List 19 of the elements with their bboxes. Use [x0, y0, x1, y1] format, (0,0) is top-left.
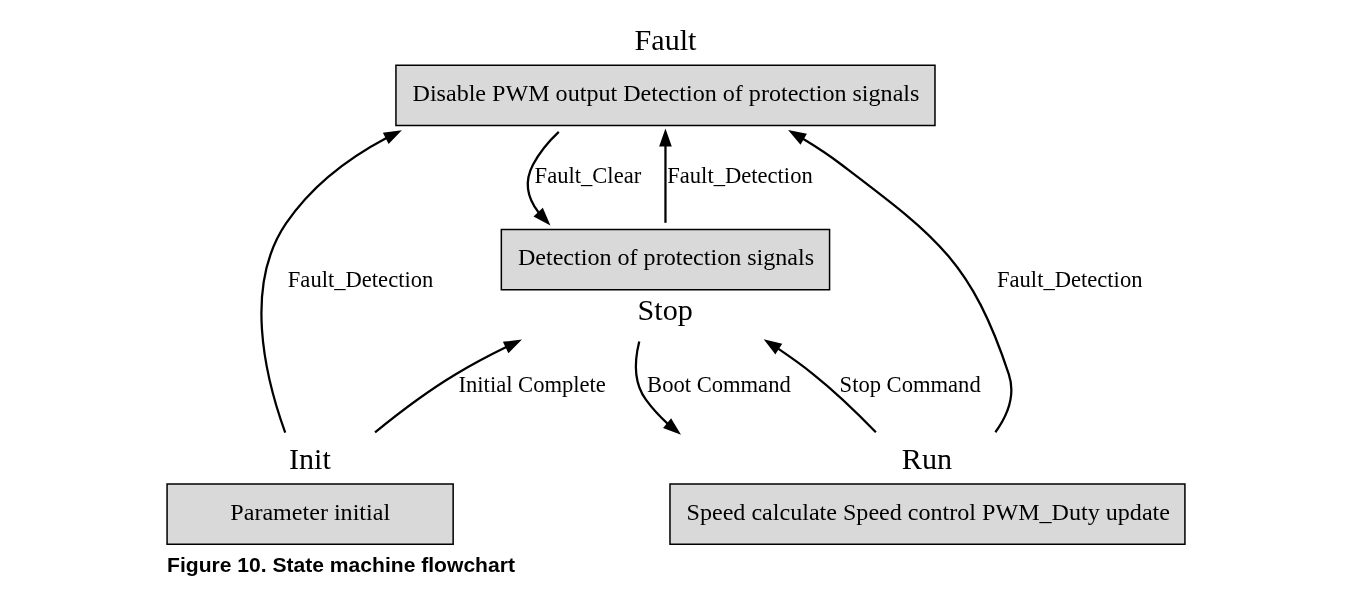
node-label: Init	[289, 441, 331, 476]
edge-label: Boot Command	[647, 372, 791, 398]
node-label: Stop	[637, 292, 693, 327]
caption: Figure 10. State machine flowchart	[167, 552, 515, 576]
arrow	[634, 341, 681, 435]
edge-label: Initial Complete	[458, 372, 606, 398]
arrow	[763, 339, 877, 434]
arrow	[526, 131, 560, 226]
arrow	[374, 339, 522, 434]
edge-label: Fault_Detection	[997, 267, 1143, 293]
arrow	[260, 130, 402, 433]
edge-label: Fault_Detection	[287, 267, 434, 293]
arrow	[659, 128, 672, 223]
edge-label: Fault_Detection	[667, 162, 813, 188]
edge-label: Fault_Clear	[534, 162, 642, 188]
node-label: Run	[901, 441, 953, 476]
edge-label: Stop Command	[839, 372, 981, 398]
node-label: Fault	[634, 23, 697, 58]
arrow	[788, 130, 1013, 433]
